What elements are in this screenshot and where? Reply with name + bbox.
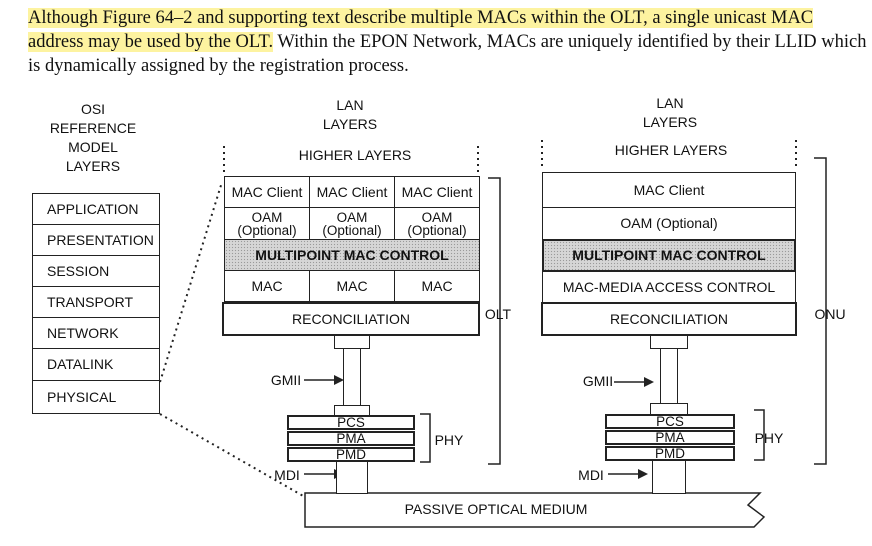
olt-pma: PMA — [287, 431, 415, 446]
olt-label: OLT — [484, 306, 512, 322]
onu-label: ONU — [814, 306, 846, 322]
onu-oam: OAM (Optional) — [542, 207, 796, 240]
onu-pma: PMA — [605, 430, 735, 445]
onu-gmii-connector-stem — [660, 348, 678, 404]
osi-layer-transport: TRANSPORT — [32, 286, 160, 318]
onu-reconciliation: RECONCILIATION — [541, 302, 797, 336]
osi-layer-datalink: DATALINK — [32, 348, 160, 381]
olt-oam-3: OAM(Optional) — [394, 207, 480, 240]
onu-pmd: PMD — [605, 446, 735, 461]
olt-gmii-label: GMII — [270, 372, 302, 388]
olt-mac-client-2: MAC Client — [309, 176, 395, 208]
olt-mac-1: MAC — [224, 270, 310, 302]
olt-gmii-connector-stem — [343, 348, 361, 406]
olt-pmd: PMD — [287, 447, 415, 462]
olt-multipoint-mac-control: MULTIPOINT MAC CONTROL — [224, 239, 480, 271]
onu-mac-client: MAC Client — [542, 172, 796, 208]
olt-oam-2: OAM(Optional) — [309, 207, 395, 240]
olt-gmii-connector-top — [334, 335, 370, 349]
olt-oam-1: OAM(Optional) — [224, 207, 310, 240]
olt-mdi-label: MDI — [274, 467, 300, 483]
onu-pcs: PCS — [605, 414, 735, 429]
olt-mac-client-3: MAC Client — [394, 176, 480, 208]
olt-reconciliation: RECONCILIATION — [222, 302, 480, 336]
osi-layer-physical: PHYSICAL — [32, 380, 160, 414]
olt-pcs: PCS — [287, 415, 415, 430]
onu-multipoint-mac-control: MULTIPOINT MAC CONTROL — [542, 239, 796, 272]
osi-layer-application: APPLICATION — [32, 193, 160, 225]
olt-higher-layers: HIGHER LAYERS — [298, 147, 412, 163]
onu-gmii-connector-top — [650, 335, 688, 349]
olt-mac-3: MAC — [394, 270, 480, 302]
onu-gmii-label: GMII — [582, 373, 614, 389]
osi-layer-session: SESSION — [32, 255, 160, 287]
onu-higher-layers: HIGHER LAYERS — [614, 142, 728, 158]
olt-mac-2: MAC — [309, 270, 395, 302]
osi-layer-presentation: PRESENTATION — [32, 224, 160, 256]
olt-mdi-connector — [336, 461, 368, 494]
onu-phy-label: PHY — [754, 430, 784, 446]
onu-mac-media-access-control: MAC-MEDIA ACCESS CONTROL — [542, 271, 796, 303]
olt-phy-label: PHY — [434, 432, 464, 448]
olt-mac-client-1: MAC Client — [224, 176, 310, 208]
paragraph-rest: Within the EPON Network, MACs are unique… — [28, 32, 867, 76]
osi-layer-network: NETWORK — [32, 317, 160, 349]
onu-mdi-label: MDI — [578, 467, 604, 483]
onu-mdi-connector — [652, 460, 686, 494]
passive-optical-medium: PASSIVE OPTICAL MEDIUM — [404, 501, 588, 517]
description-paragraph: Although Figure 64–2 and supporting text… — [28, 6, 868, 78]
